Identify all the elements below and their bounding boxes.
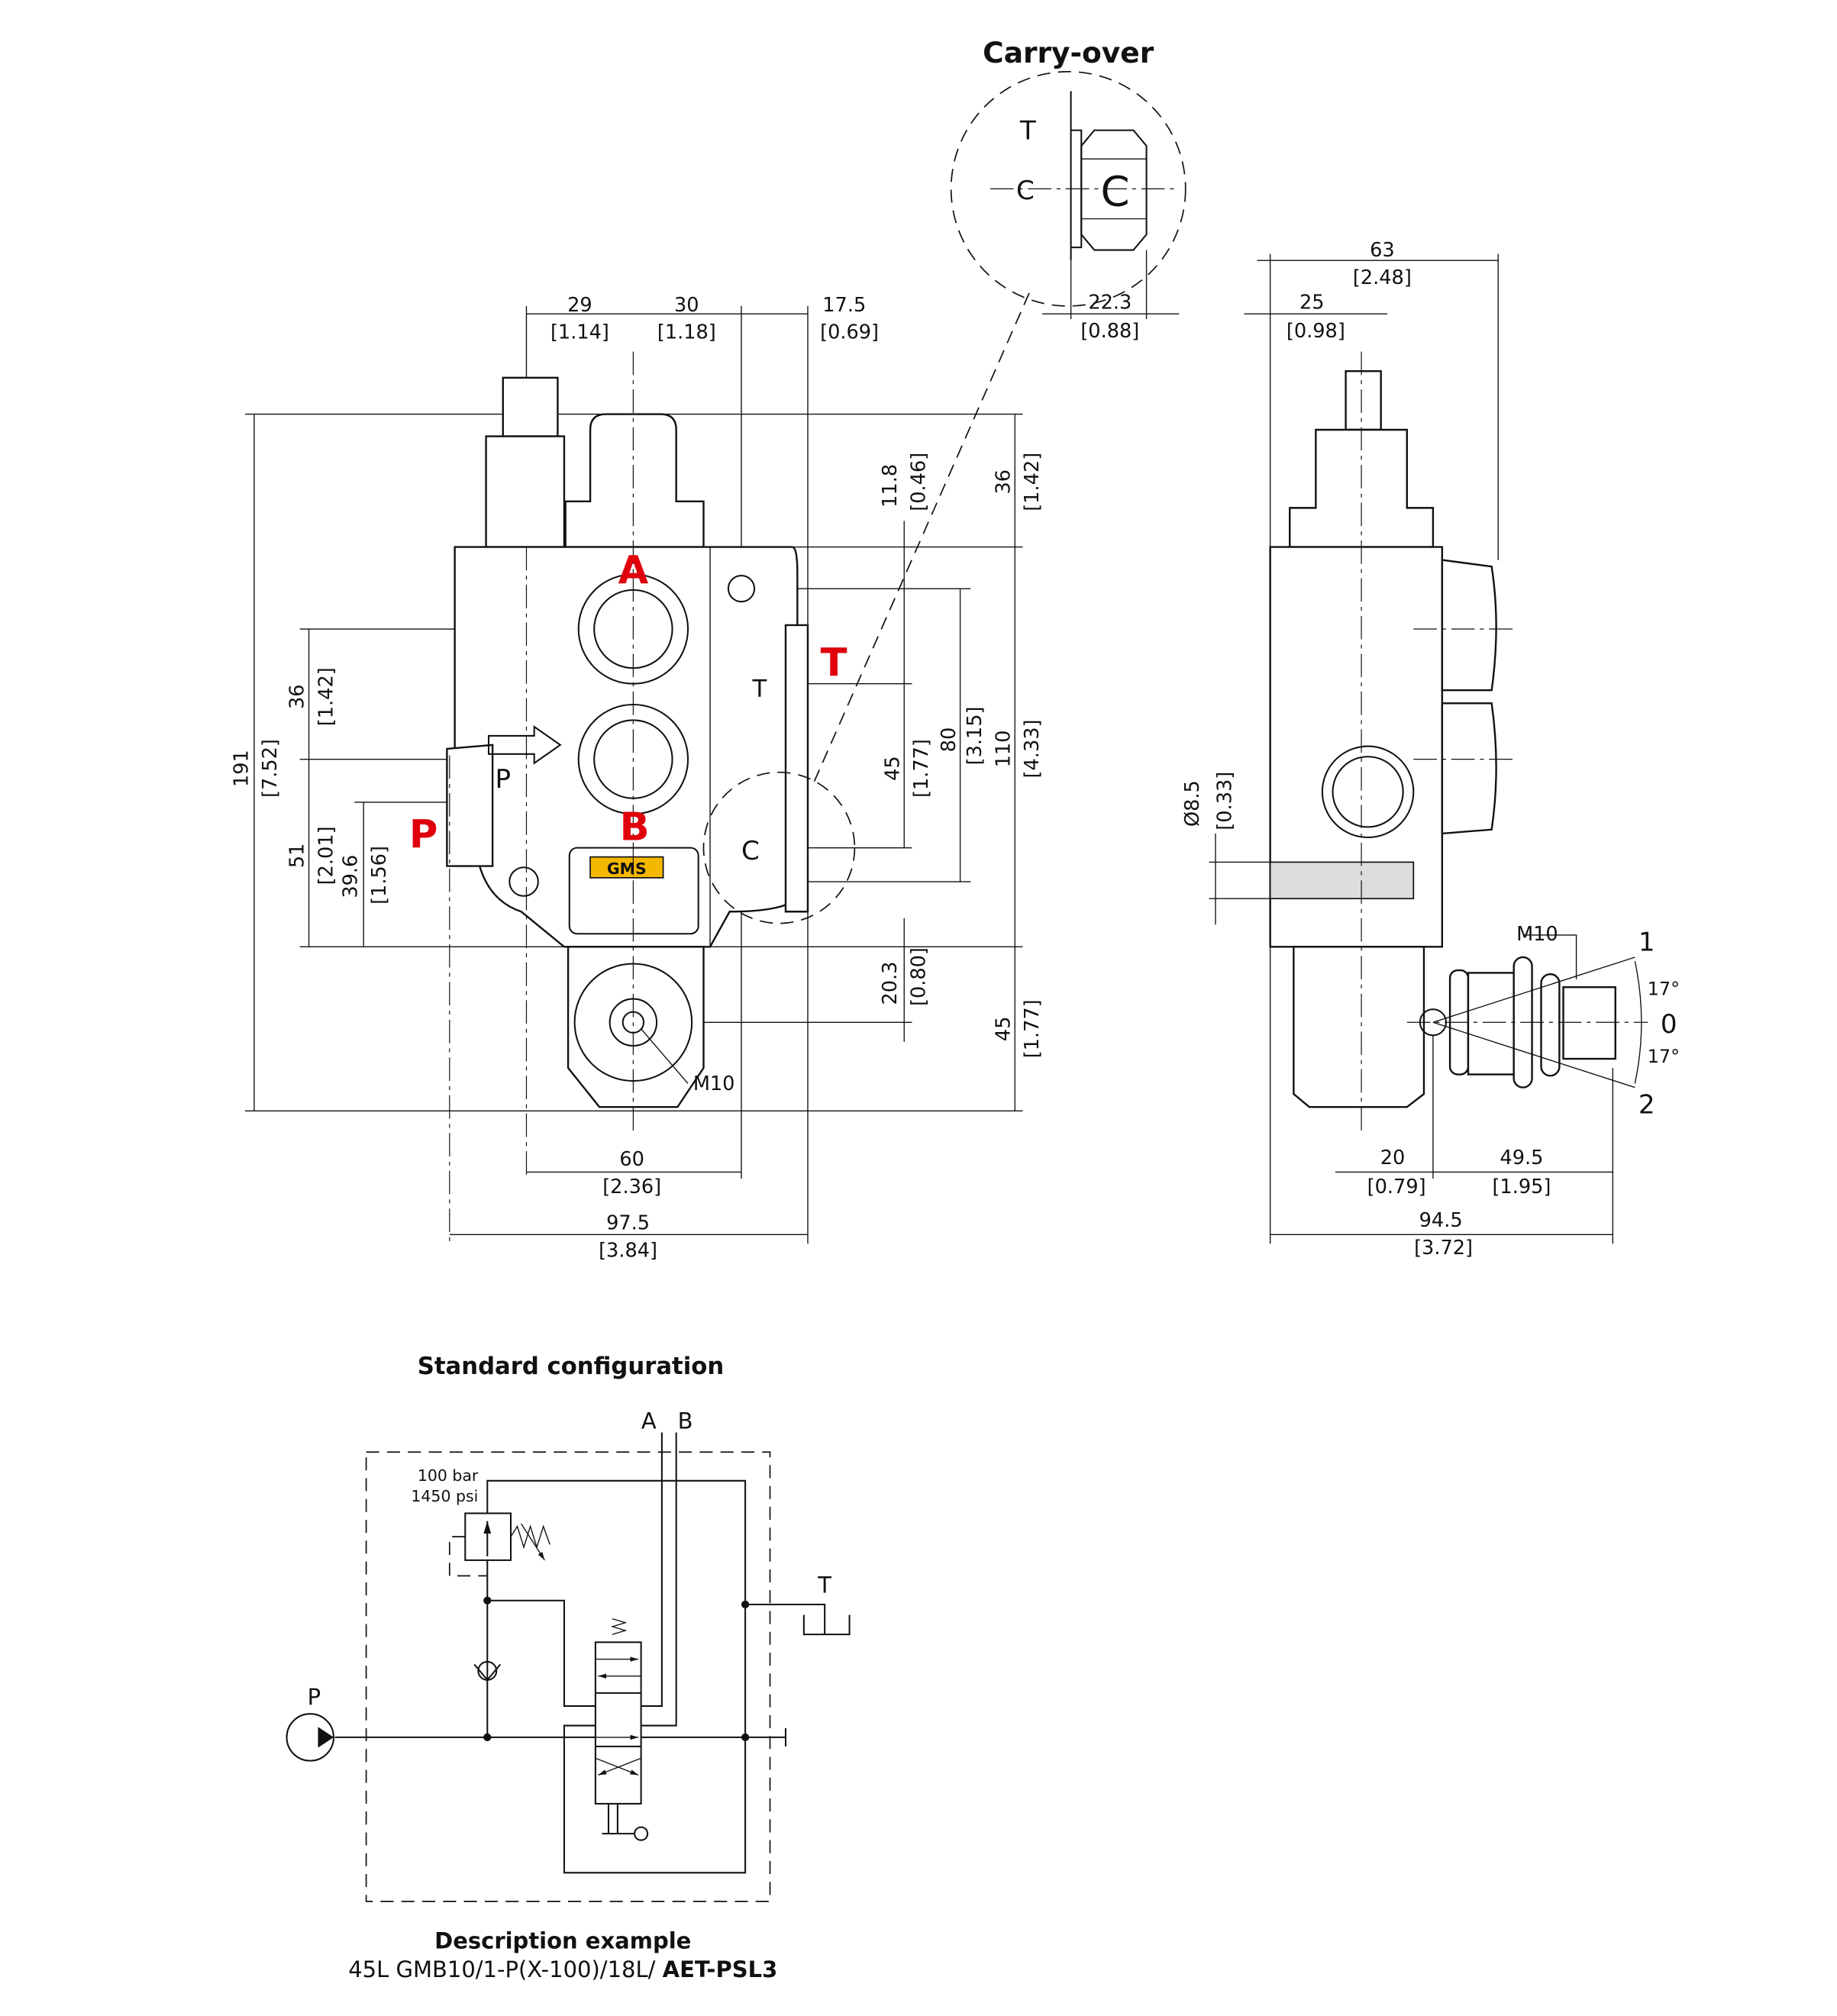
dim-36-right-in: [1.42]	[1021, 453, 1044, 511]
dim-29: 29	[567, 294, 592, 317]
dim-45-a-in: [1.77]	[910, 739, 933, 798]
dim-51: 51	[286, 843, 309, 869]
dim-d8-5: Ø8.5	[1181, 780, 1204, 827]
port-label-t: T	[821, 640, 847, 685]
dim-110: 110	[992, 731, 1015, 768]
vertical-dimension-labels: 191 [7.52] 36 [1.42] 51 [2.01] 39.6 [1.5…	[230, 453, 1044, 1058]
dim-51-in: [2.01]	[315, 826, 337, 885]
port-label-a: A	[618, 547, 649, 593]
front-t-mark: T	[751, 676, 767, 703]
dim-25: 25	[1299, 291, 1325, 314]
dim-80: 80	[938, 727, 960, 753]
dim-22-3: 22.3	[1088, 291, 1132, 314]
lever-angle-up: 17°	[1648, 978, 1680, 999]
dim-36-left: 36	[286, 684, 309, 709]
dim-30: 30	[674, 294, 699, 317]
relief-pressure-bar: 100 bar	[418, 1466, 479, 1485]
schematic-port-t: T	[817, 1572, 831, 1598]
dim-45-b-in: [1.77]	[1021, 999, 1044, 1058]
dim-30-in: [1.18]	[657, 321, 716, 344]
dim-191: 191	[230, 750, 253, 787]
carry-over-detail: T C C 22.3 [0.88]	[813, 70, 1186, 782]
description-code-bold: AET-PSL3	[663, 1956, 778, 1982]
dim-11-8-in: [0.46]	[908, 453, 931, 511]
dim-39-6: 39.6	[340, 855, 363, 898]
dim-17-5: 17.5	[822, 294, 866, 317]
dim-45-a: 45	[881, 756, 904, 781]
carry-over-t-mark: T	[1019, 116, 1036, 147]
schematic-port-a: A	[641, 1408, 657, 1434]
side-view: 63 [2.48] 25 [0.98] Ø8.5 [0.33] M10 1 0	[1181, 239, 1680, 1260]
dim-94-5: 94.5	[1419, 1209, 1463, 1232]
dim-20-3: 20.3	[879, 962, 902, 1005]
dim-45-b: 45	[992, 1017, 1015, 1042]
carry-over-c-big: C	[1101, 167, 1130, 216]
dim-25-in: [0.98]	[1287, 320, 1345, 343]
front-p-mark: P	[495, 764, 511, 795]
port-label-b: B	[620, 804, 650, 850]
dim-20-in: [0.79]	[1367, 1176, 1426, 1198]
dim-94-5-in: [3.72]	[1414, 1237, 1473, 1260]
dim-29-in: [1.14]	[550, 321, 609, 344]
dim-80-in: [3.15]	[964, 706, 986, 765]
dim-97-5-in: [3.84]	[599, 1239, 657, 1262]
description-example-code: 45L GMB10/1-P(X-100)/18L/ AET-PSL3	[348, 1956, 777, 1982]
dim-36-right: 36	[992, 469, 1015, 495]
dim-60-in: [2.36]	[602, 1176, 661, 1198]
dim-191-in: [7.52]	[259, 739, 282, 798]
gms-logo	[589, 856, 664, 879]
dim-d8-5-in: [0.33]	[1213, 772, 1236, 831]
hydraulic-schematic: Standard configuration A B 100 bar 1450 …	[286, 1353, 851, 1982]
dim-49-5-in: [1.95]	[1492, 1176, 1551, 1198]
carry-over-title: Carry-over	[983, 36, 1154, 69]
dim-11-8: 11.8	[879, 464, 902, 508]
dim-63-in: [2.48]	[1353, 266, 1412, 289]
front-view: 29 [1.14] 30 [1.18] 17.5 [0.69] 191 [7.5…	[230, 294, 1044, 1263]
dim-17-5-in: [0.69]	[820, 321, 879, 344]
carry-over-c-small: C	[1016, 176, 1035, 206]
thread-m10-front: M10	[693, 1073, 735, 1095]
standard-configuration-title: Standard configuration	[418, 1353, 724, 1380]
dim-22-3-in: [0.88]	[1080, 320, 1139, 343]
description-code-regular: 45L GMB10/1-P(X-100)/18L/	[348, 1956, 662, 1982]
schematic-port-b: B	[678, 1408, 693, 1434]
dim-110-in: [4.33]	[1021, 720, 1044, 779]
dim-20-3-in: [0.80]	[908, 947, 931, 1006]
lever-angle-down: 17°	[1648, 1046, 1680, 1067]
dim-49-5: 49.5	[1500, 1147, 1543, 1169]
relief-pressure-psi: 1450 psi	[411, 1487, 478, 1505]
description-example-title: Description example	[434, 1927, 691, 1953]
port-label-p: P	[409, 812, 438, 858]
front-c-mark: C	[741, 836, 760, 866]
dim-60: 60	[619, 1148, 644, 1171]
lever-position-0: 0	[1661, 1009, 1677, 1040]
dim-36-left-in: [1.42]	[315, 667, 337, 726]
lever-position-1: 1	[1638, 927, 1655, 957]
thread-m10-side: M10	[1516, 923, 1558, 946]
dim-20: 20	[1380, 1147, 1406, 1169]
dim-39-6-in: [1.56]	[368, 846, 391, 905]
dim-63: 63	[1370, 239, 1395, 262]
dim-97-5: 97.5	[606, 1212, 650, 1235]
schematic-port-p: P	[308, 1684, 321, 1710]
lever-position-2: 2	[1638, 1090, 1655, 1121]
gms-logo-text: GMS	[607, 860, 647, 878]
